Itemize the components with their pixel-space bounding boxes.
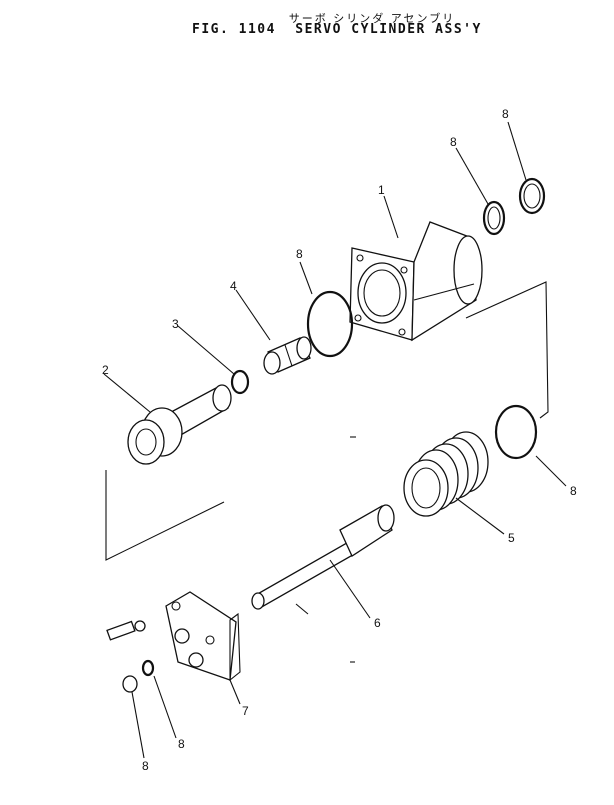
part-8-bolt: [106, 620, 146, 641]
figure-title-japanese: サーボ シリンダ アセンブリ: [288, 12, 456, 25]
part-8-seal-ring-b: [518, 177, 546, 215]
part-4-spool: [263, 336, 312, 375]
callout-8-o-ring: 8: [296, 247, 303, 261]
part-8-washer: [141, 659, 155, 677]
callout-3: 3: [172, 317, 179, 331]
part-8-seal-ring-a: [482, 200, 506, 236]
part-1-cylinder-housing: [349, 221, 483, 342]
callout-5: 5: [508, 531, 515, 545]
callout-1: 1: [378, 183, 385, 197]
part-8-plug: [122, 675, 138, 693]
figure-title-text: SERVO CYLINDER ASS'Y: [295, 22, 482, 37]
part-6-rod: [251, 504, 395, 615]
callout-2: 2: [102, 363, 109, 377]
part-3-small-ring: [230, 369, 250, 395]
part-8-o-ring-right: [494, 404, 538, 460]
callout-8-washer: 8: [178, 737, 185, 751]
figure-title: FIG. 1104 SERVO CYLINDER ASS'Y: [192, 22, 492, 37]
callout-8-plug: 8: [142, 759, 149, 773]
part-2-piston: [127, 384, 232, 465]
part-8-o-ring-housing: [306, 290, 354, 358]
figure-number: FIG. 1104: [192, 22, 276, 37]
part-5-bellows: [403, 431, 489, 517]
callout-7: 7: [242, 704, 249, 718]
callout-4: 4: [230, 279, 237, 293]
part-7-valve-body: [165, 591, 241, 682]
callout-8-seal-b: 8: [502, 107, 509, 121]
callout-8-seal-a: 8: [450, 135, 457, 149]
callout-6: 6: [374, 616, 381, 630]
callout-8-right: 8: [570, 484, 577, 498]
